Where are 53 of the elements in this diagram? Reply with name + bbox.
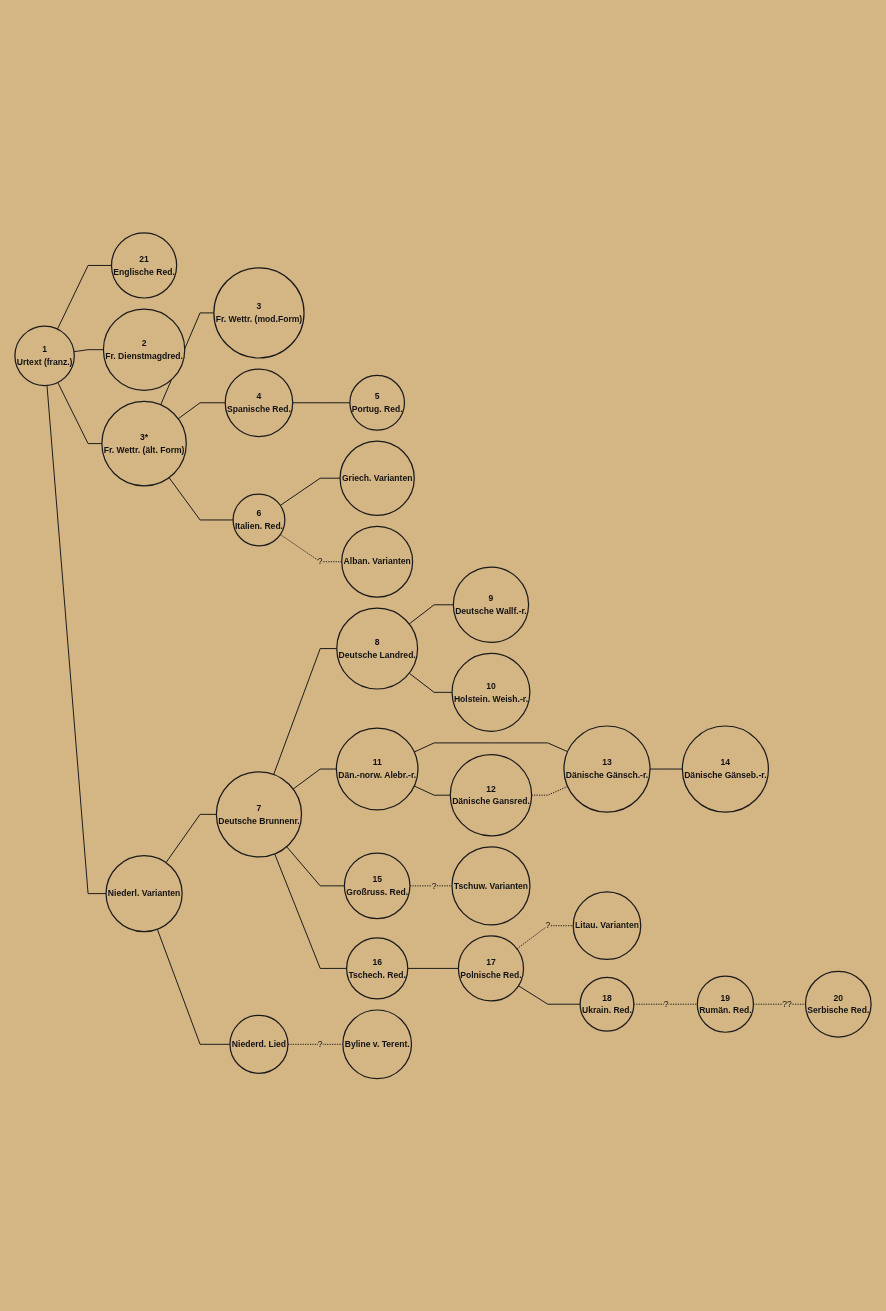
node-circle: 6 Italien. Red. <box>232 493 286 547</box>
node-circle: Byline v. Terent. <box>342 1009 413 1079</box>
connector <box>408 672 453 693</box>
edge-label: ? <box>545 920 551 931</box>
node-circle: 8 Deutsche Landred. <box>336 607 419 690</box>
node-circle: Niederd. Lied <box>229 1014 289 1074</box>
connector <box>177 402 226 419</box>
connector <box>156 928 231 1045</box>
node-circle: 15 Großruss. Red. <box>343 852 411 919</box>
connector <box>413 785 451 796</box>
node-circle: Alban. Varianten <box>341 525 414 598</box>
edge-label: ? <box>663 998 669 1009</box>
node-circle: 19 Rumän. Red. <box>696 975 754 1033</box>
node-circle: 20 Serbische Red. <box>804 970 872 1038</box>
connector <box>407 967 459 969</box>
node-circle: 14 Dänische Gänseb.-r. <box>681 725 769 813</box>
node-circle: 4 Spanische Red. <box>224 368 294 437</box>
connector <box>408 604 454 625</box>
node-circle: 9 Deutsche Wallf.-r. <box>452 566 530 643</box>
node-circle: 3 Fr. Wettr. (mod.Form) <box>213 266 305 359</box>
node-circle: 17 Polnische Red. <box>457 935 525 1002</box>
connector <box>531 785 569 796</box>
connector <box>73 348 104 352</box>
node-circle: Tschuw. Varianten <box>451 846 531 926</box>
node-circle: 1 Urtext (franz.) <box>14 325 75 386</box>
connector <box>168 476 234 521</box>
node-circle: Niederl. Varianten <box>105 854 183 932</box>
connector <box>518 985 581 1005</box>
connector <box>46 384 107 894</box>
node-circle: 10 Holstein. Weish.-r. <box>451 652 531 732</box>
node-circle: 2 Fr. Dienstmagdred. <box>102 308 186 391</box>
edge-label: ? <box>431 880 437 891</box>
edge-label: ? <box>317 1038 323 1049</box>
node-circle: Litau. Varianten <box>572 891 642 960</box>
node-circle: 12 Dänische Gansred. <box>449 753 533 837</box>
edge-label: ? <box>317 556 323 567</box>
node-circle: 5 Portug. Red. <box>349 374 406 431</box>
connector <box>286 845 345 887</box>
connector <box>516 924 574 950</box>
connector <box>413 742 569 753</box>
node-circle: 7 Deutsche Brunnenr. <box>215 770 303 858</box>
node-circle: 16 Tschech. Red. <box>346 936 409 1000</box>
connector <box>165 813 217 863</box>
node-circle: 13 Dänische Gänsch.-r. <box>563 725 651 813</box>
node-circle: 3* Fr. Wettr. (ält. Form) <box>101 400 187 487</box>
node-circle: 21 Englische Red. <box>110 232 178 299</box>
node-circle: 18 Ukrain. Red. <box>579 976 635 1032</box>
connector <box>57 264 112 330</box>
connector <box>292 768 337 790</box>
edge-label: ?? <box>782 998 792 1009</box>
node-circle: Griech. Varianten <box>339 440 415 516</box>
connector <box>279 477 341 506</box>
node-circle: 11 Dän.-norw. Alebr.-r. <box>335 727 419 811</box>
